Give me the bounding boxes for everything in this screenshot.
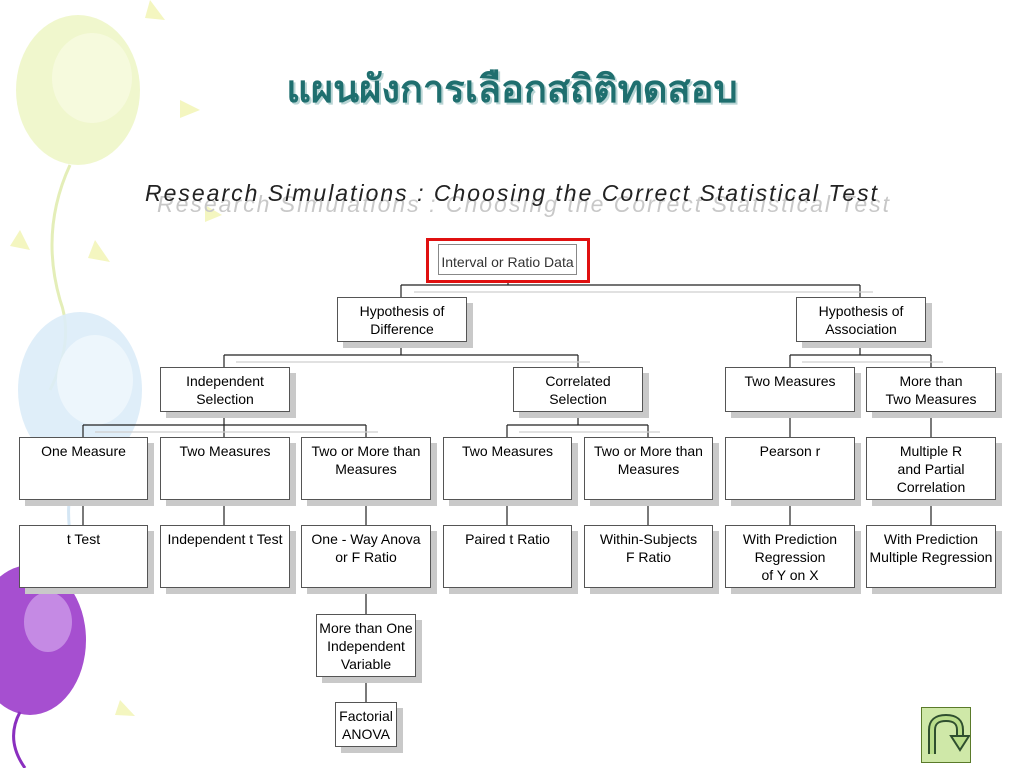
node-correlated-selection: Correlated Selection <box>513 367 643 412</box>
node-pearson-r: Pearson r <box>725 437 855 500</box>
page-title: แผนผังการเลือกสถิติทดสอบ <box>286 67 738 111</box>
node-within-subjects-f: Within-Subjects F Ratio <box>584 525 713 588</box>
diagram-subtitle: Research Simulations : Choosing the Corr… <box>144 180 880 206</box>
node-one-way-anova: One - Way Anova or F Ratio <box>301 525 431 588</box>
u-turn-arrow-icon <box>928 713 971 754</box>
node-cor-more-measures: Two or More than Measures <box>584 437 713 500</box>
root-highlight-frame <box>426 238 590 283</box>
node-independent-t-test: Independent t Test <box>160 525 290 588</box>
node-cor-two-measures: Two Measures <box>443 437 572 500</box>
node-ind-more-measures: Two or More than Measures <box>301 437 431 500</box>
node-hypothesis-association: Hypothesis of Association <box>796 297 926 342</box>
node-assoc-more-measures: More than Two Measures <box>866 367 996 412</box>
node-hypothesis-difference: Hypothesis of Difference <box>337 297 467 342</box>
node-more-than-one-iv: More than One Independent Variable <box>316 614 416 677</box>
node-independent-selection: Independent Selection <box>160 367 290 412</box>
node-interval-ratio-data: Interval or Ratio Data <box>438 244 577 275</box>
return-button[interactable] <box>921 707 971 763</box>
node-factorial-anova: Factorial ANOVA <box>335 702 397 747</box>
node-multiple-regression: With Prediction Multiple Regression <box>866 525 996 588</box>
node-multiple-r: Multiple R and Partial Correlation <box>866 437 996 500</box>
subtitle-shadow: Research Simulations : Choosing the Corr… <box>156 191 892 217</box>
node-paired-t-ratio: Paired t Ratio <box>443 525 572 588</box>
node-assoc-two-measures: Two Measures <box>725 367 855 412</box>
node-one-measure: One Measure <box>19 437 148 500</box>
node-ind-two-measures: Two Measures <box>160 437 290 500</box>
node-regression-y-on-x: With Prediction Regression of Y on X <box>725 525 855 588</box>
node-t-test: t Test <box>19 525 148 588</box>
